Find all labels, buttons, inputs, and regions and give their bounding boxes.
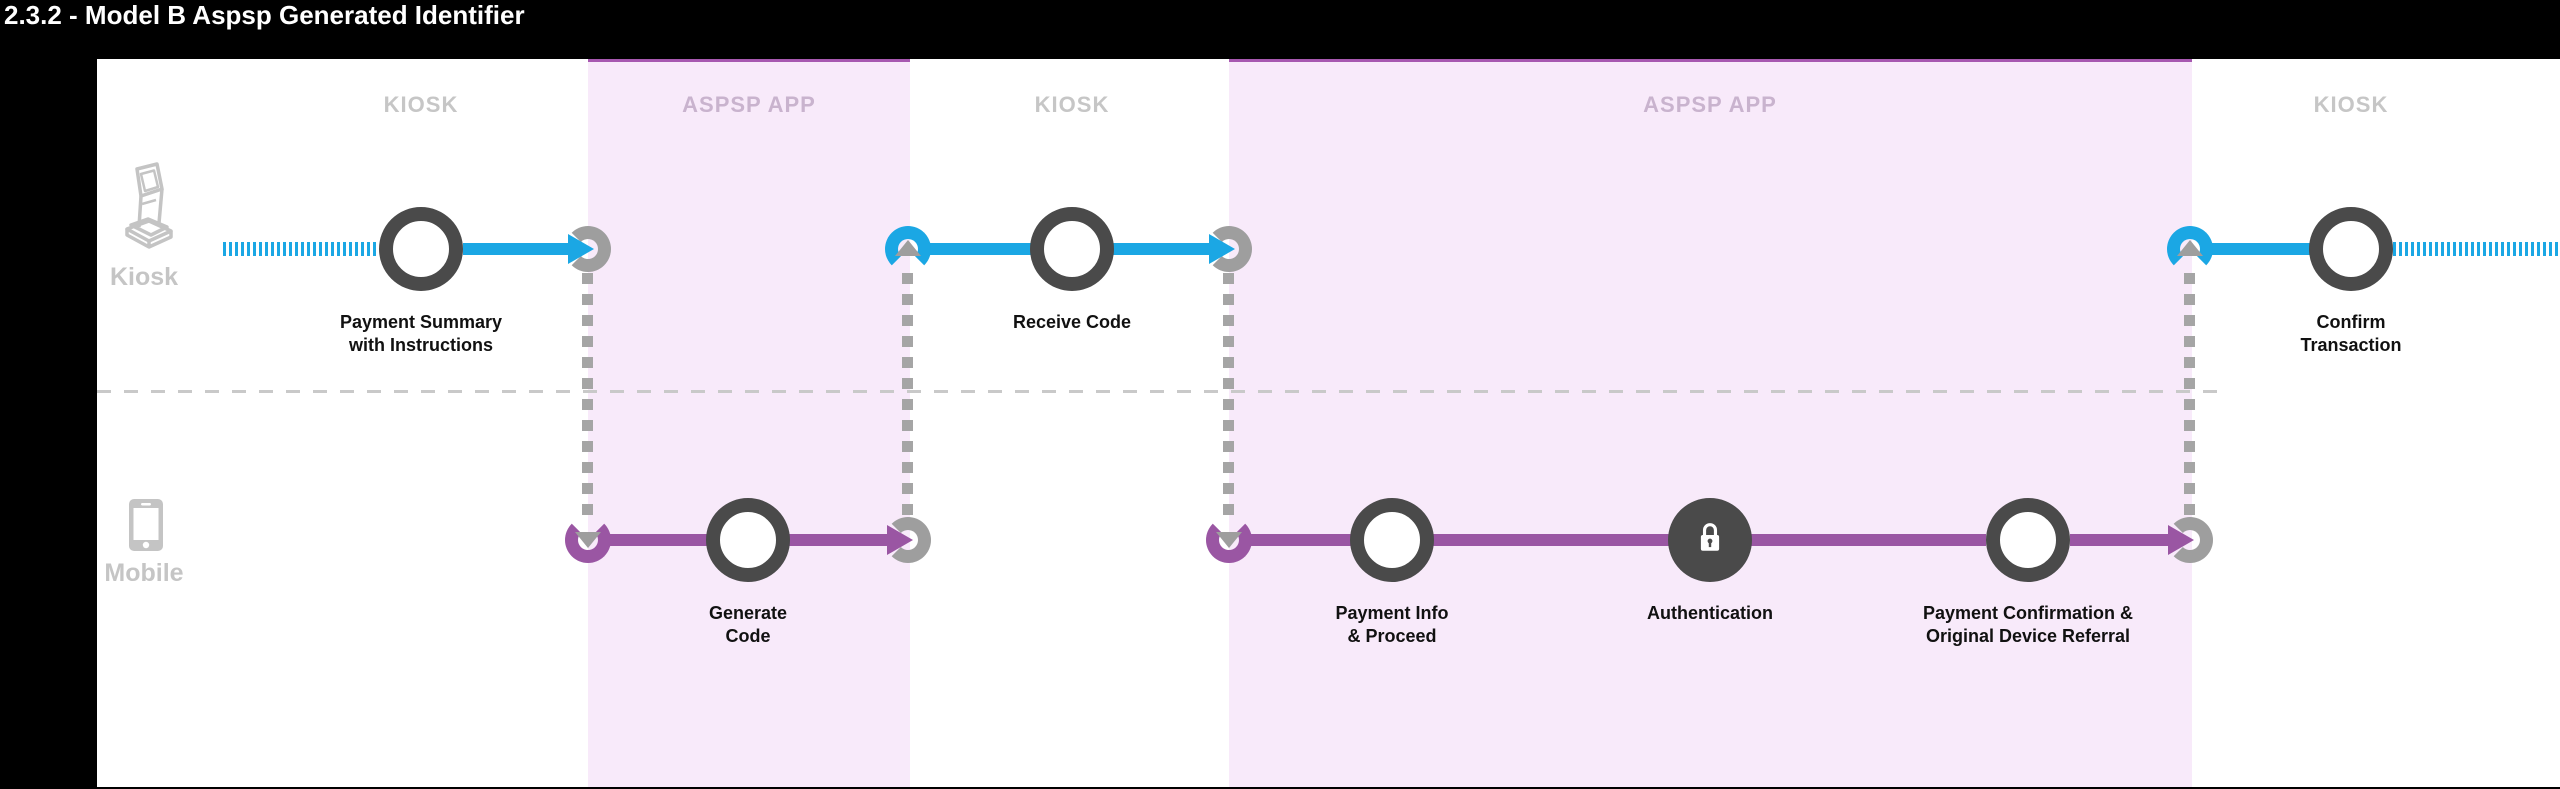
- arrowhead-right-icon: [2168, 525, 2194, 555]
- step-label: Payment Summary with Instructions: [339, 312, 503, 355]
- step-label: Receive Code: [1012, 312, 1132, 332]
- kiosk-terminal-icon: [121, 161, 173, 262]
- step-node-generate-code: [706, 498, 790, 582]
- flow-line-purple: [608, 534, 708, 546]
- arrowhead-right-icon: [568, 234, 594, 264]
- smartphone-icon: [129, 499, 163, 556]
- flow-line-blue: [463, 243, 569, 255]
- arrowhead-right-icon: [1209, 234, 1235, 264]
- flow-line-blue: [928, 243, 1032, 255]
- flow-start-dotted-line: [223, 242, 379, 256]
- aspsp-app-band: [588, 59, 910, 787]
- step-label: Confirm Transaction: [2300, 312, 2402, 355]
- step-node-authentication: [1668, 498, 1752, 582]
- connector-ring: [565, 226, 611, 272]
- lane-label-mobile: Mobile: [104, 559, 184, 587]
- step-node-confirm-transaction: [2309, 207, 2393, 291]
- arrowhead-up-icon: [895, 240, 921, 256]
- flow-line-purple: [788, 534, 888, 546]
- step-label: Payment Info & Proceed: [1335, 603, 1449, 646]
- aspsp-app-band: [1229, 59, 2192, 787]
- column-header-kiosk: KIOSK: [383, 92, 459, 117]
- lock-icon: [1695, 521, 1725, 560]
- connector-ring-kiosk-entry: [2167, 226, 2213, 272]
- step-node-payment-info: [1350, 498, 1434, 582]
- column-header-kiosk: KIOSK: [1034, 92, 1110, 117]
- arrowhead-right-icon: [887, 525, 913, 555]
- diagram-canvas: KIOSK ASPSP APP KIOSK ASPSP APP KIOSK Ki…: [97, 59, 2560, 787]
- arrowhead-down-icon: [1216, 532, 1242, 548]
- step-node-payment-confirmation: [1986, 498, 2070, 582]
- arrowhead-down-icon: [575, 532, 601, 548]
- step-node-payment-summary: [379, 207, 463, 291]
- lane-label-kiosk: Kiosk: [109, 263, 179, 291]
- connector-ring-mobile-entry: [1206, 517, 1252, 563]
- step-node-receive-code: [1030, 207, 1114, 291]
- handoff-dashed-line-down: [582, 273, 593, 517]
- flow-line-blue: [2210, 243, 2311, 255]
- handoff-dashed-line-down: [1223, 273, 1234, 517]
- page-title: 2.3.2 - Model B Aspsp Generated Identifi…: [4, 0, 525, 30]
- flow-line-blue: [1112, 243, 1209, 255]
- lane-separator-dashed-line: [97, 390, 2220, 393]
- flow-end-dotted-line: [2393, 242, 2560, 256]
- arrowhead-up-icon: [2177, 240, 2203, 256]
- step-label: Authentication: [1647, 603, 1773, 623]
- column-header-aspsp-app: ASPSP APP: [682, 92, 816, 117]
- column-header-aspsp-app: ASPSP APP: [1643, 92, 1777, 117]
- step-label: Payment Confirmation & Original Device R…: [1922, 603, 2134, 646]
- flow-line-purple: [2070, 534, 2169, 546]
- connector-ring-kiosk-entry: [885, 226, 931, 272]
- connector-ring-mobile-entry: [565, 517, 611, 563]
- column-header-kiosk: KIOSK: [2313, 92, 2389, 117]
- handoff-dashed-line-up: [2184, 273, 2195, 517]
- step-label: Generate Code: [708, 603, 788, 646]
- handoff-dashed-line-up: [902, 273, 913, 517]
